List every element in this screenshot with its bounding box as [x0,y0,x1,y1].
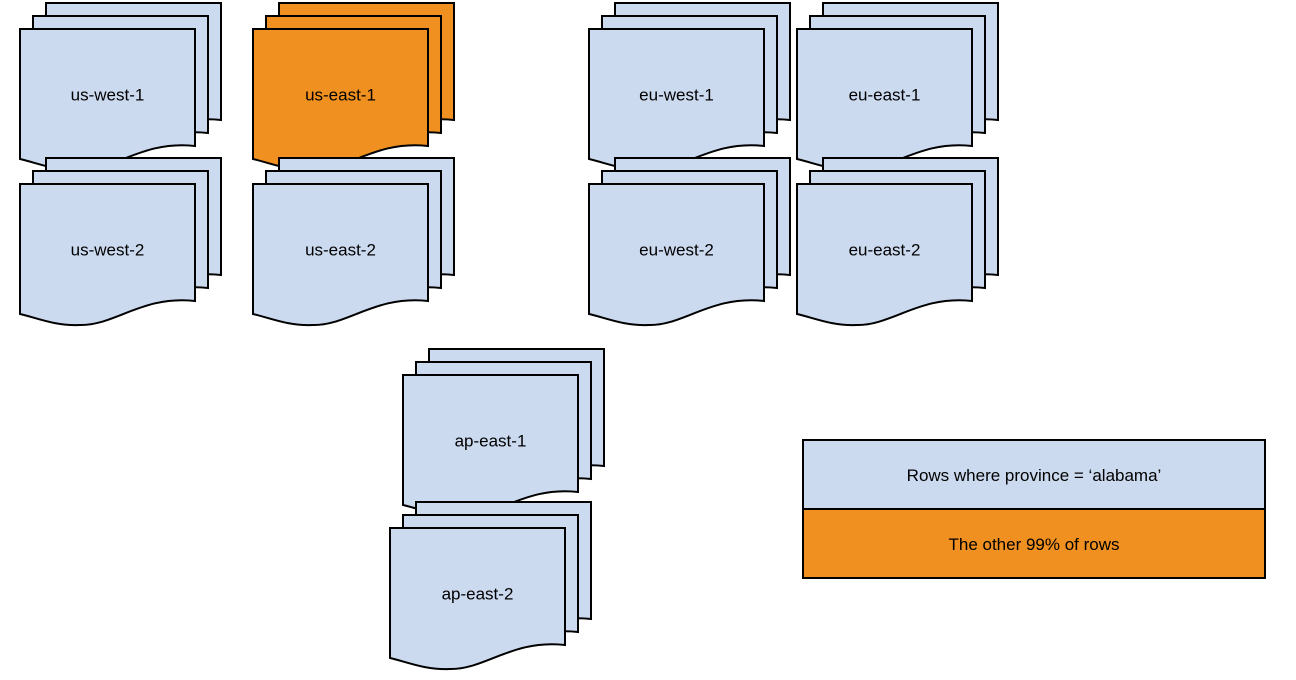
stack-sheet-front [19,183,196,327]
stack-sheet-front [796,183,973,327]
document-stack-us-east-1[interactable]: us-east-1 [252,2,455,172]
document-stack-eu-east-2[interactable]: eu-east-2 [796,157,999,327]
stack-sheet-front [252,183,429,327]
document-stack-eu-east-1[interactable]: eu-east-1 [796,2,999,172]
legend-swatch-0 [802,439,1266,510]
document-stack-us-west-1[interactable]: us-west-1 [19,2,222,172]
document-stack-ap-east-1[interactable]: ap-east-1 [402,348,605,518]
legend-swatch-1 [802,508,1266,579]
stack-sheet-front [389,527,566,671]
stack-sheet-front [588,183,765,327]
stack-sheet-front [252,28,429,172]
document-stack-ap-east-2[interactable]: ap-east-2 [389,501,592,671]
document-stack-eu-west-2[interactable]: eu-west-2 [588,157,791,327]
stack-sheet-front [19,28,196,172]
stack-sheet-front [588,28,765,172]
document-stack-eu-west-1[interactable]: eu-west-1 [588,2,791,172]
stack-sheet-front [796,28,973,172]
document-stack-us-east-2[interactable]: us-east-2 [252,157,455,327]
stack-sheet-front [402,374,579,518]
legend: Rows where province = ‘alabama’The other… [802,439,1266,579]
legend-layer: Rows where province = ‘alabama’The other… [802,439,1266,579]
document-stack-us-west-2[interactable]: us-west-2 [19,157,222,327]
